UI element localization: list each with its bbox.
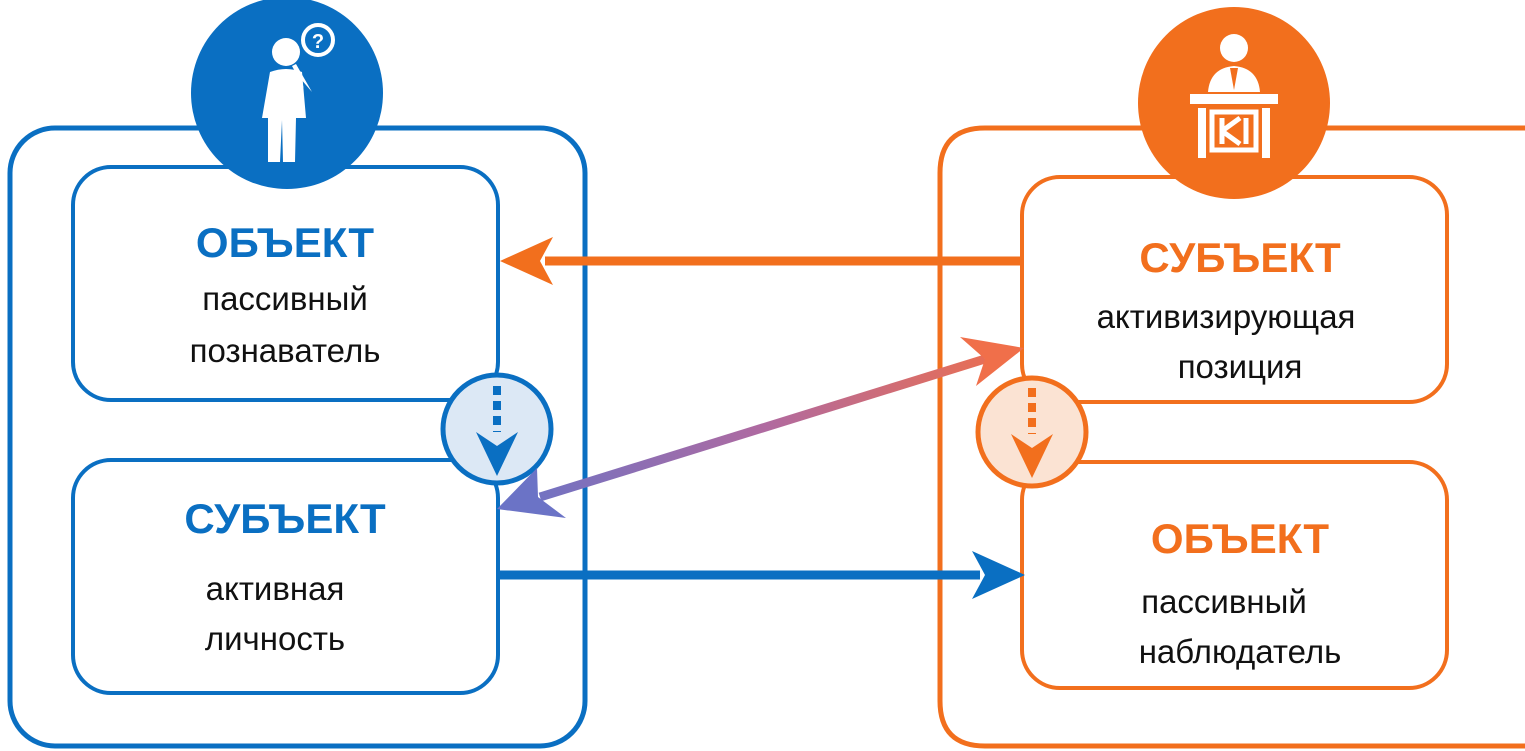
left-top-title: ОБЪЕКТ: [196, 219, 374, 266]
gradient-double-arrow: [497, 337, 1024, 518]
right-top-line1: активизирующая: [1097, 298, 1356, 335]
right-bottom-line2: наблюдатель: [1139, 633, 1342, 670]
left-panel: ОБЪЕКТ пассивный познаватель СУБЪЕКТ акт…: [7, 0, 588, 749]
right-top-line2: позиция: [1178, 348, 1303, 385]
blue-arrow: [498, 551, 1025, 599]
svg-text:?: ?: [312, 31, 324, 53]
right-top-box: СУБЪЕКТ активизирующая позиция: [1020, 175, 1449, 404]
left-bottom-title: СУБЪЕКТ: [184, 495, 386, 542]
dashed-arrow-down-icon: [440, 372, 554, 486]
left-top-box: ОБЪЕКТ пассивный познаватель: [71, 165, 500, 402]
teacher-at-desk-icon: [1138, 7, 1330, 199]
left-top-line1: пассивный: [202, 280, 368, 317]
left-top-line2: познаватель: [190, 332, 381, 369]
dashed-arrow-down-icon: [975, 375, 1089, 489]
left-bottom-box: СУБЪЕКТ активная личность: [71, 458, 500, 695]
orange-arrow: [500, 237, 1022, 285]
person-thinking-icon: ?: [191, 0, 383, 189]
left-bottom-line1: активная: [206, 570, 345, 607]
right-bottom-box: ОБЪЕКТ пассивный наблюдатель: [1020, 460, 1449, 690]
left-bottom-line2: личность: [205, 620, 345, 657]
right-top-title: СУБЪЕКТ: [1139, 234, 1341, 281]
right-bottom-title: ОБЪЕКТ: [1151, 515, 1329, 562]
right-panel: СУБЪЕКТ активизирующая позиция ОБЪЕКТ па…: [937, 7, 1525, 749]
right-bottom-line1: пассивный: [1141, 583, 1307, 620]
